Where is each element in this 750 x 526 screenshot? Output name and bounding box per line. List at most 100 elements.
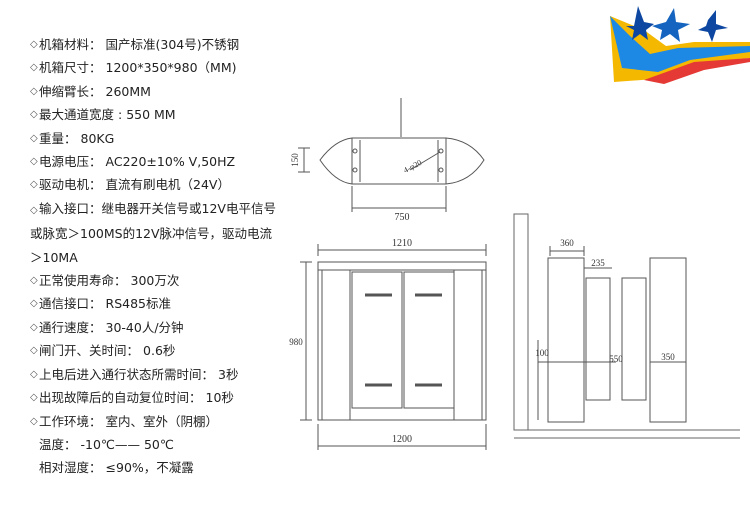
spec-label: 相对湿度： <box>39 460 102 476</box>
spec-label: 通信接口： <box>39 296 102 312</box>
dim-label-side-360: 360 <box>560 238 574 248</box>
hole-mark <box>352 148 358 154</box>
spec-label: 出现故障后的自动复位时间： <box>39 390 202 406</box>
spec-row: ◇上电后进入通行状态所需时间：3秒 <box>30 363 280 386</box>
diamond-bullet-icon: ◇ <box>30 179 38 191</box>
front-view-body <box>317 261 487 421</box>
spec-value: 继电器开关信号或12V电平信号或脉宽＞100MS的12V脉冲信号，驱动电流＞10… <box>30 200 276 265</box>
spec-row: ◇工作环境：室内、室外（阴棚） <box>30 410 280 433</box>
spec-label: 电源电压： <box>39 154 102 170</box>
brand-logo <box>610 6 750 84</box>
spec-label: 上电后进入通行状态所需时间： <box>39 366 215 382</box>
spec-value: 550 MM <box>126 107 176 123</box>
spec-row: ◇电源电压：AC220±10% V,50HZ <box>30 150 280 173</box>
spec-value: RS485标准 <box>105 296 171 312</box>
front-gate-left <box>351 271 403 409</box>
front-post <box>453 269 483 421</box>
dim-label-side-550: 550 <box>609 354 623 364</box>
brick-wall <box>513 213 529 431</box>
hole-mark <box>438 167 444 173</box>
spec-label: 温度： <box>39 436 77 452</box>
spec-label: 重量： <box>39 130 77 146</box>
hole-mark <box>438 148 444 154</box>
top-view-outline <box>319 137 485 185</box>
diamond-bullet-icon: ◇ <box>30 156 38 168</box>
diamond-bullet-icon: ◇ <box>30 85 38 97</box>
dim-label-side-100: 100 <box>535 348 549 358</box>
spec-row: 相对湿度：≤90%，不凝露 <box>30 456 280 479</box>
spec-value: 260MM <box>105 83 151 99</box>
dim-label-front-bottom: 1200 <box>392 434 412 445</box>
diamond-bullet-icon: ◇ <box>30 39 38 50</box>
spec-label: 伸缩臂长： <box>39 83 102 99</box>
diamond-bullet-icon: ◇ <box>30 392 38 404</box>
side-gate-right <box>621 277 647 401</box>
diamond-bullet-icon: ◇ <box>30 298 38 310</box>
diamond-bullet-icon: ◇ <box>30 132 38 144</box>
diamond-bullet-icon: ◇ <box>30 345 38 357</box>
spec-row: ◇正常使用寿命：300万次 <box>30 269 280 292</box>
logo-red-stripe <box>644 58 750 84</box>
spec-label: 通行速度： <box>39 319 102 335</box>
dim-label-top-width: 750 <box>395 212 410 223</box>
spec-value: 10秒 <box>205 390 234 406</box>
spec-value: 直流有刷电机（24V） <box>105 177 230 193</box>
spec-value: AC220±10% V,50HZ <box>105 154 236 170</box>
spec-label: 机箱材料： <box>39 37 102 52</box>
spec-label: 输入接口： <box>39 200 102 216</box>
front-gate-right <box>403 271 455 409</box>
spec-row: ◇驱动电机：直流有刷电机（24V） <box>30 173 280 196</box>
spec-label: 驱动电机： <box>39 177 102 193</box>
spec-label: 工作环境： <box>39 413 102 429</box>
dim-label-side-235: 235 <box>591 258 605 268</box>
spec-label: 正常使用寿命： <box>39 273 127 289</box>
side-gate-left <box>585 277 611 401</box>
leader-line <box>409 151 441 171</box>
spec-row: ◇通信接口：RS485标准 <box>30 292 280 315</box>
dim-label-side-350: 350 <box>661 352 675 362</box>
spec-value: 1200*350*980（MM) <box>105 60 237 76</box>
dim-label-top-height: 150 <box>290 153 300 167</box>
spec-value: ≤90%，不凝露 <box>105 460 194 476</box>
dim-label-front-top: 1210 <box>392 238 412 249</box>
front-post <box>321 269 351 421</box>
diamond-bullet-icon: ◇ <box>30 415 38 427</box>
spec-row: ◇出现故障后的自动复位时间：10秒 <box>30 386 280 409</box>
spec-value: -10℃—— 50℃ <box>80 436 174 452</box>
spec-list: ◇机箱材料：国产标准(304号)不锈钢◇机箱尺寸：1200*350*980（MM… <box>30 33 280 480</box>
spec-value: 室内、室外（阴棚） <box>105 413 219 429</box>
diamond-bullet-icon: ◇ <box>30 368 38 380</box>
spec-row: ◇闸门开、关时间：0.6秒 <box>30 339 280 362</box>
spec-value: 30-40人/分钟 <box>105 319 184 335</box>
spec-row: ◇伸缩臂长：260MM <box>30 80 280 103</box>
spec-row: ◇机箱材料：国产标准(304号)不锈钢 <box>30 33 280 56</box>
spec-row: 温度：-10℃—— 50℃ <box>30 433 280 456</box>
logo-blue-shape <box>610 16 750 72</box>
diamond-bullet-icon: ◇ <box>30 109 38 121</box>
spec-row: ◇最大通道宽度 :550 MM <box>30 103 280 126</box>
diamond-bullet-icon: ◇ <box>30 321 38 333</box>
dim-label-front-height: 980 <box>289 337 303 347</box>
spec-value: 300万次 <box>130 273 180 289</box>
spec-value: 国产标准(304号)不锈钢 <box>105 37 240 52</box>
diamond-bullet-icon: ◇ <box>30 204 38 216</box>
spec-row: ◇重量：80KG <box>30 127 280 150</box>
spec-value: 3秒 <box>218 366 239 382</box>
spec-row: ◇通行速度：30-40人/分钟 <box>30 316 280 339</box>
hole-mark <box>352 167 358 173</box>
spec-label: 闸门开、关时间： <box>39 343 140 359</box>
spec-label: 机箱尺寸： <box>39 60 102 76</box>
dim-label-holes: 4-φ20 <box>402 158 423 175</box>
spec-value: 80KG <box>80 130 115 146</box>
spec-row: ◇输入接口：继电器开关信号或12V电平信号或脉宽＞100MS的12V脉冲信号，驱… <box>30 197 280 269</box>
spec-label: 最大通道宽度 : <box>39 107 123 123</box>
logo-star-icon <box>626 6 654 40</box>
spec-value: 0.6秒 <box>143 343 176 359</box>
logo-star-icon <box>652 8 690 42</box>
side-post-right <box>649 257 687 423</box>
spec-row: ◇机箱尺寸：1200*350*980（MM) <box>30 56 280 79</box>
logo-star-icon <box>698 10 728 42</box>
diamond-bullet-icon: ◇ <box>30 275 38 287</box>
diamond-bullet-icon: ◇ <box>30 62 38 74</box>
